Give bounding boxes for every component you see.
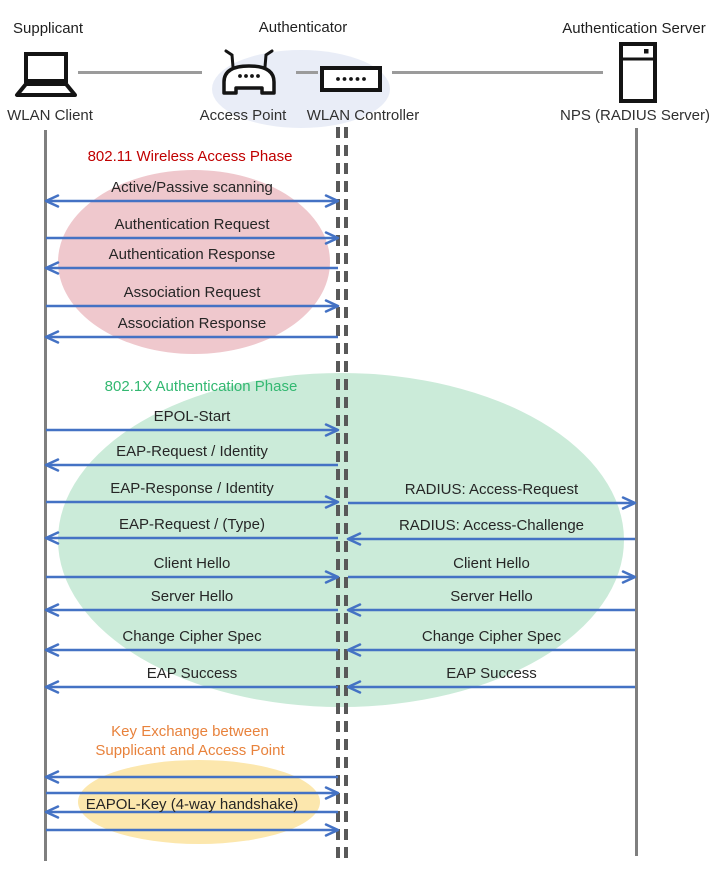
message-arrowhead xyxy=(621,496,637,510)
message-arrowhead xyxy=(44,194,60,208)
message-label: Change Cipher Spec xyxy=(122,628,262,645)
message-label: RADIUS: Access-Request xyxy=(404,481,579,498)
message-arrowhead xyxy=(324,570,340,584)
message-label: Change Cipher Spec xyxy=(421,628,562,645)
message-arrowhead xyxy=(324,231,340,245)
message-arrowhead xyxy=(44,603,60,617)
laptop-icon xyxy=(10,50,82,105)
message-label: EAP-Response / Identity xyxy=(110,480,274,497)
message-arrowhead xyxy=(324,495,340,509)
message-arrowhead xyxy=(44,805,60,819)
phase-title-key-exchange: Key Exchange between Supplicant and Acce… xyxy=(95,723,285,759)
message-arrowhead xyxy=(324,423,340,437)
message-arrowhead xyxy=(44,680,60,694)
connector-line-client-ap xyxy=(78,71,202,74)
message-label: Association Response xyxy=(117,315,267,332)
message-arrowhead xyxy=(324,299,340,313)
message-arrowhead xyxy=(324,786,340,800)
lifeline-nps-server xyxy=(635,128,638,856)
message-label: EAP Success xyxy=(146,665,238,682)
message-label: EAP-Request / Identity xyxy=(116,443,268,460)
message-label: EAP-Request / (Type) xyxy=(119,516,265,533)
device-label-wlan-controller: WLAN Controller xyxy=(306,107,420,124)
message-label: Authentication Request xyxy=(114,216,270,233)
role-label-authentication-server: Authentication Server xyxy=(562,20,706,37)
message-arrowhead xyxy=(44,770,60,784)
message-label: Server Hello xyxy=(450,588,533,605)
message-label: EAP Success xyxy=(446,665,537,682)
message-label: Server Hello xyxy=(150,588,234,605)
message-arrowhead xyxy=(346,603,362,617)
device-label-access-point: Access Point xyxy=(199,107,287,124)
connector-line-ctrl-server xyxy=(392,71,603,74)
message-label: Authentication Response xyxy=(108,246,276,263)
lifeline-wlan-client xyxy=(44,130,47,861)
device-label-wlan-client: WLAN Client xyxy=(7,107,93,124)
message-label: Client Hello xyxy=(453,555,530,572)
message-label: Association Request xyxy=(123,284,261,301)
lifeline-wlan-controller-a xyxy=(336,127,340,865)
connector-line-ap-ctrl xyxy=(296,71,318,74)
message-arrowhead xyxy=(621,570,637,584)
message-arrowhead xyxy=(346,680,362,694)
phase-title-8021x-auth: 802.1X Authentication Phase xyxy=(104,378,298,395)
message-label: EPOL-Start xyxy=(153,408,231,425)
role-label-authenticator: Authenticator xyxy=(258,19,348,36)
message-label: EAPOL-Key (4-way handshake) xyxy=(85,796,299,813)
role-label-supplicant: Supplicant xyxy=(13,20,84,37)
message-arrowhead xyxy=(44,330,60,344)
message-arrowhead xyxy=(44,458,60,472)
phase-title-80211-wireless: 802.11 Wireless Access Phase xyxy=(87,148,293,165)
message-arrowhead xyxy=(44,643,60,657)
lifeline-wlan-controller-b xyxy=(344,127,348,865)
access-point-icon xyxy=(218,48,280,103)
message-arrowhead xyxy=(346,643,362,657)
message-label: Active/Passive scanning xyxy=(111,179,273,196)
message-arrowhead xyxy=(324,823,340,837)
message-arrowhead xyxy=(324,194,340,208)
message-label: Client Hello xyxy=(153,555,231,572)
message-arrowhead xyxy=(346,532,362,546)
message-arrowhead xyxy=(44,261,60,275)
server-icon xyxy=(619,42,657,108)
device-label-nps-radius: NPS (RADIUS Server) xyxy=(559,107,711,124)
message-arrowhead xyxy=(44,531,60,545)
message-label: RADIUS: Access-Challenge xyxy=(398,517,585,534)
wlan-controller-icon xyxy=(320,66,382,97)
